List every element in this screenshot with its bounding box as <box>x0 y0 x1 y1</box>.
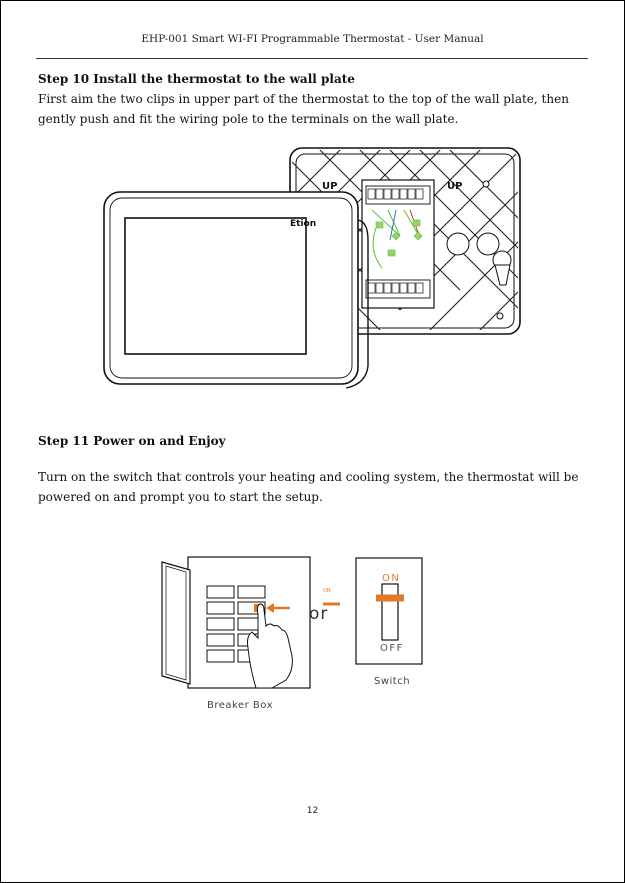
thermostat-brand: Etion <box>290 219 316 229</box>
switch-caption: Switch <box>374 676 411 687</box>
or-label: or <box>309 604 329 624</box>
on-small-label: ON <box>323 588 331 594</box>
breaker-box-door <box>161 561 191 685</box>
document-header: EHP-001 Smart WI-FI Programmable Thermos… <box>141 33 484 45</box>
thermostat-install-illustration: UP UP Etion <box>103 147 521 389</box>
hand-icon <box>247 603 293 689</box>
power-on-illustration <box>161 556 423 689</box>
page-number: 12 <box>306 806 319 816</box>
breaker-box-caption: Breaker Box <box>207 700 273 711</box>
step11-body: Turn on the switch that controls your he… <box>38 470 579 504</box>
step11-heading: Step 11 Power on and Enjoy <box>38 434 226 448</box>
thermostat-screen <box>124 217 307 355</box>
mounting-holes <box>446 232 512 286</box>
switch-off-label: OFF <box>380 643 404 654</box>
step10-body: First aim the two clips in upper part of… <box>38 92 569 126</box>
step10-heading: Step 10 Install the thermostat to the wa… <box>38 72 355 86</box>
up-label-right: UP <box>447 181 462 192</box>
header-divider <box>36 58 588 59</box>
switch-on-label: ON <box>382 573 401 584</box>
wiring <box>371 209 421 269</box>
up-label-left: UP <box>322 181 337 192</box>
